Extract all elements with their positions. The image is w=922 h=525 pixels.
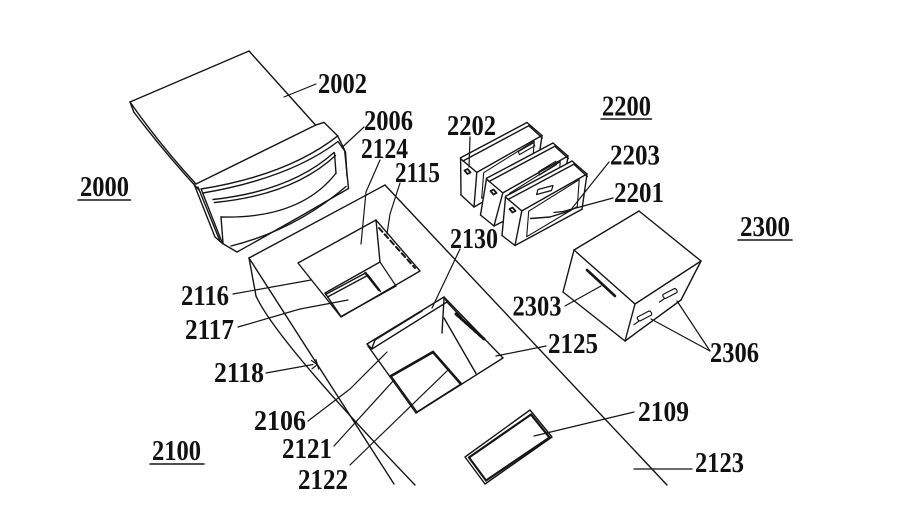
- svg-text:2109: 2109: [638, 396, 689, 428]
- svg-text:2130: 2130: [450, 223, 498, 255]
- svg-text:2117: 2117: [185, 314, 234, 346]
- svg-text:2115: 2115: [395, 157, 440, 189]
- svg-text:2006: 2006: [364, 105, 413, 137]
- svg-text:2121: 2121: [282, 433, 332, 465]
- svg-text:2000: 2000: [80, 171, 129, 203]
- svg-text:2125: 2125: [548, 328, 598, 360]
- svg-text:2100: 2100: [152, 435, 201, 467]
- svg-text:2300: 2300: [740, 211, 790, 243]
- svg-text:2123: 2123: [695, 447, 744, 479]
- svg-text:2200: 2200: [602, 91, 651, 123]
- svg-text:2122: 2122: [298, 464, 348, 496]
- svg-text:2118: 2118: [214, 357, 264, 389]
- svg-text:2202: 2202: [447, 110, 496, 142]
- svg-text:2002: 2002: [318, 68, 367, 100]
- svg-text:2201: 2201: [614, 177, 664, 209]
- svg-text:2303: 2303: [513, 291, 562, 323]
- svg-text:2203: 2203: [610, 140, 660, 172]
- svg-text:2306: 2306: [710, 337, 759, 369]
- svg-text:2106: 2106: [254, 405, 306, 437]
- svg-text:2116: 2116: [181, 280, 229, 312]
- svg-text:2124: 2124: [361, 133, 408, 165]
